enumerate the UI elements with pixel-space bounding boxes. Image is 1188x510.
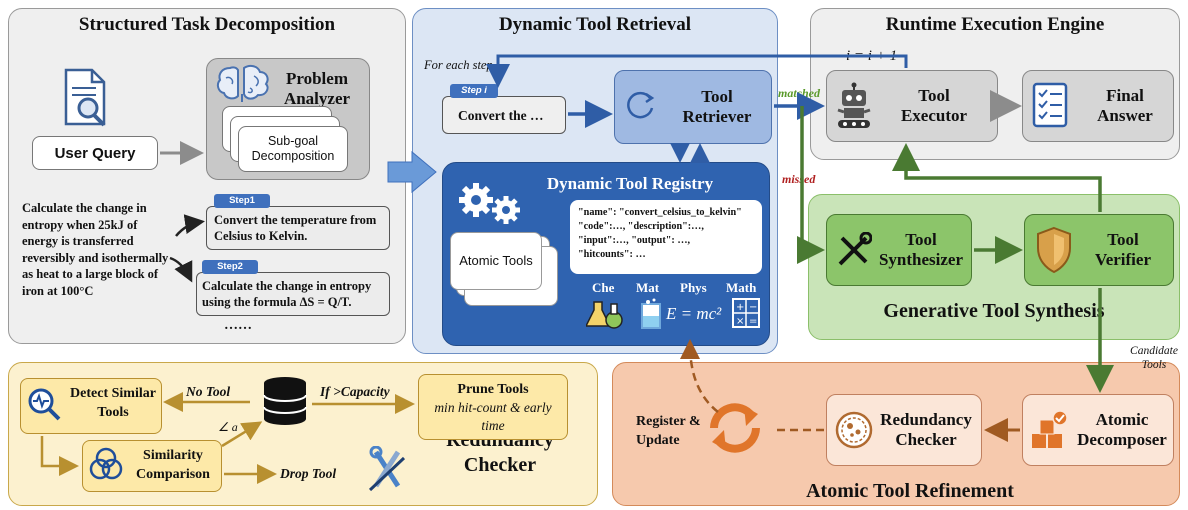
prune-tools-sub: min hit-count & early time [434, 400, 552, 433]
svg-text:+: + [736, 302, 744, 313]
formula-text: E = mc² [666, 304, 722, 323]
no-tool-label: No Tool [186, 384, 231, 399]
atomic-tools-box: Atomic Tools [450, 232, 542, 290]
database-icon [262, 376, 308, 428]
material-beaker-icon [638, 298, 664, 332]
redundancy-checker-label: Redundancy Checker [880, 410, 972, 449]
svg-text:×: × [736, 316, 744, 327]
refinement-title: Atomic Tool Refinement [806, 480, 1014, 502]
subgoal-label: Sub-goal Decomposition [251, 134, 335, 163]
svg-text:=: = [749, 316, 757, 327]
chemistry-flask-icon [584, 298, 624, 332]
user-query-label: User Query [54, 144, 136, 162]
calculator-icon: + − × = [732, 298, 760, 328]
problem-analyzer-label: Problem Analyzer [283, 69, 351, 108]
shield-icon [1034, 226, 1074, 274]
boxes-icon [1030, 408, 1070, 452]
domain-phys: Phys [680, 280, 707, 295]
prune-tools-box: Prune Tools min hit-count & early time [418, 374, 568, 440]
matched-label: matched [778, 86, 820, 100]
cycle-icon [700, 398, 770, 458]
document-search-icon [62, 68, 110, 128]
registry-title: Dynamic Tool Registry [546, 174, 714, 193]
step1-text: Convert the temperature from Celsius to … [214, 213, 377, 243]
venn-icon [88, 446, 124, 482]
step1-box [206, 206, 390, 250]
atomic-decomposer-label: Atomic Decomposer [1077, 410, 1167, 449]
counter-label: i = i + 1 [846, 48, 898, 64]
register-update-label: Register & Update [636, 414, 701, 448]
step2-tag: Step2 [202, 260, 258, 274]
gears-icon [454, 180, 530, 230]
final-answer-label: Final Answer [1097, 86, 1153, 125]
step2-text: Calculate the change in entropy using th… [202, 279, 372, 309]
refresh-icon [622, 88, 658, 124]
angle-label: ∠ a [218, 420, 238, 434]
detect-similar-label: Detect Similar Tools [70, 386, 156, 420]
prune-tools-title: Prune Tools [457, 382, 529, 397]
step-i-box [442, 96, 566, 134]
question-text: Calculate the change in entropy when 25k… [22, 201, 169, 298]
domain-math: Math [726, 280, 757, 295]
svg-text:−: − [749, 302, 757, 313]
convert-text: Convert the … [458, 108, 544, 123]
atomic-tools-label: Atomic Tools [459, 253, 533, 268]
tool-synthesizer-box: Tool Synthesizer [826, 214, 972, 286]
step-i-tag: Step i [450, 84, 498, 98]
petri-dish-icon [834, 410, 874, 450]
registry-json-box: "name": "convert_celsius_to_kelvin" "cod… [570, 200, 762, 274]
execution-title: Runtime Execution Engine [885, 14, 1105, 35]
decomposition-title: Structured Task Decomposition [78, 14, 336, 35]
tools-icon [836, 231, 873, 268]
brain-icon [214, 60, 274, 104]
drop-tool-label: Drop Tool [280, 466, 337, 481]
domain-che: Che [592, 280, 615, 295]
retrieval-title: Dynamic Tool Retrieval [498, 14, 692, 35]
json-line: "code":…, "description":…, [578, 221, 704, 232]
candidate-tools-label: Candidate Tools [1130, 345, 1178, 371]
domain-mat: Mat [636, 280, 660, 295]
tool-synthesizer-label: Tool Synthesizer [878, 230, 964, 269]
crossed-tools-icon [366, 445, 408, 496]
step1-tag: Step1 [214, 194, 270, 208]
pulse-search-icon [26, 386, 62, 422]
json-line: "name": "convert_celsius_to_kelvin" [578, 207, 742, 218]
user-query-box: User Query [32, 136, 158, 170]
tool-verifier-label: Tool Verifier [1094, 230, 1151, 269]
json-line: "input":…, "output": …, [578, 235, 691, 246]
step2-box [196, 272, 390, 316]
synthesis-title: Generative Tool Synthesis [883, 300, 1105, 322]
subgoal-box: Sub-goal Decomposition [238, 126, 348, 172]
robot-icon [834, 82, 874, 130]
json-line: "hitcounts": … [578, 249, 646, 260]
steps-ellipsis: …… [224, 318, 252, 333]
similarity-label: Similarity Comparison [136, 448, 210, 482]
for-each-step-label: For each step i [424, 58, 500, 72]
tool-retriever-label: Tool Retriever [682, 87, 752, 126]
atomic-decomposer-box: Atomic Decomposer [1022, 394, 1174, 466]
if-capacity-label: If >Capacity [320, 384, 390, 399]
checklist-icon [1032, 82, 1068, 128]
tool-executor-label: Tool Executor [900, 86, 968, 125]
missed-label: missed [782, 172, 816, 186]
